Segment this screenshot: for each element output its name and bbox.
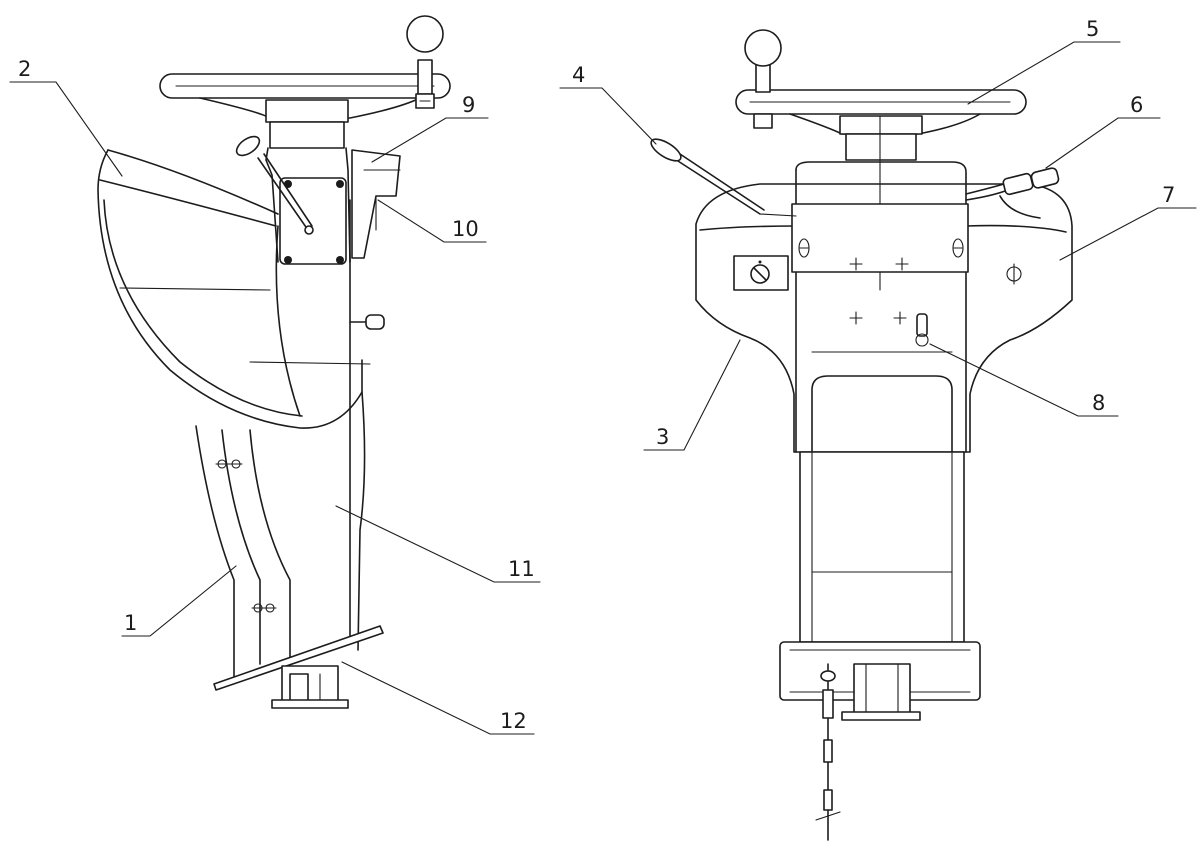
callout-labels: 1 2 3 4 5 6 7 8 9 10 11 12 [18,17,1175,733]
callout-12: 12 [500,709,527,733]
lever-icon [650,138,797,217]
side-view [97,15,451,709]
callout-8: 8 [1092,391,1105,415]
callout-10: 10 [452,217,479,241]
callout-9: 9 [462,93,475,117]
callout-7: 7 [1162,183,1175,207]
callout-1: 1 [124,611,137,635]
lever-icon [235,135,314,235]
cable-connector-icon [965,167,1060,219]
leader-lines [9,41,1197,735]
callout-2: 2 [18,57,31,81]
callout-5: 5 [1086,17,1099,41]
handwheel-icon [159,15,451,149]
handwheel-icon [735,29,1027,161]
callout-4: 4 [572,63,585,87]
front-view [650,29,1073,841]
callout-11: 11 [508,557,535,581]
dial-icon [733,255,789,291]
callout-6: 6 [1130,93,1143,117]
callout-3: 3 [656,425,669,449]
knob-icon [349,314,385,330]
